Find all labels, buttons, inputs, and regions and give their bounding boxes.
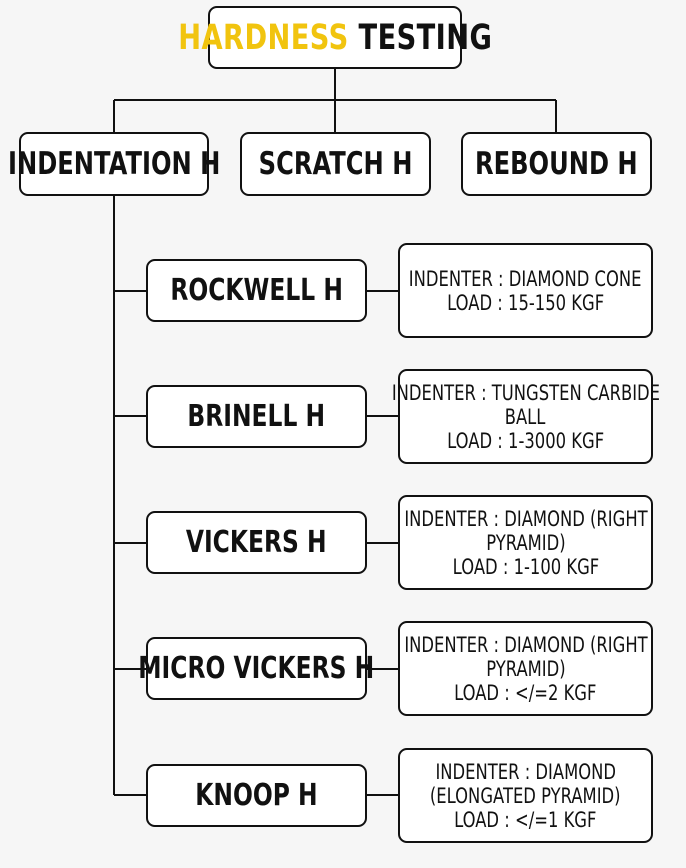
info-line: PYRAMID) (485, 530, 566, 555)
method-brinell: BRINELL H (146, 385, 367, 448)
category-label: REBOUND H (475, 146, 638, 182)
info-line: INDENTER : DIAMOND (RIGHT (403, 506, 648, 531)
info-knoop: INDENTER : DIAMOND (ELONGATED PYRAMID) L… (398, 748, 653, 843)
info-line: (ELONGATED PYRAMID) (430, 783, 621, 808)
method-vickers: VICKERS H (146, 511, 367, 574)
info-line: INDENTER : TUNGSTEN CARBIDE (391, 380, 660, 405)
category-label: INDENTATION H (7, 146, 221, 182)
info-rockwell: INDENTER : DIAMOND CONE LOAD : 15-150 KG… (398, 243, 653, 338)
info-line: PYRAMID) (485, 656, 566, 681)
method-label: BRINELL H (187, 399, 326, 434)
info-line: LOAD : </=2 KGF (454, 680, 597, 705)
info-line: INDENTER : DIAMOND (435, 759, 616, 784)
info-line: LOAD : 15-150 KGF (446, 290, 604, 315)
category-indentation: INDENTATION H (8, 132, 220, 196)
title-accent: HARDNESS (178, 17, 349, 58)
info-line: BALL (505, 404, 546, 429)
info-line: INDENTER : DIAMOND (RIGHT (403, 632, 648, 657)
method-rockwell: ROCKWELL H (146, 259, 367, 322)
method-label: VICKERS H (186, 525, 327, 560)
info-line: LOAD : 1-100 KGF (452, 554, 599, 579)
method-micro-vickers: MICRO VICKERS H (139, 637, 374, 700)
category-scratch: SCRATCH H (240, 132, 431, 196)
method-label: MICRO VICKERS H (138, 651, 375, 686)
info-brinell: INDENTER : TUNGSTEN CARBIDE BALL LOAD : … (391, 369, 660, 464)
method-label: ROCKWELL H (170, 273, 343, 308)
info-line: LOAD : 1-3000 KGF (446, 428, 604, 453)
info-line: LOAD : </=1 KGF (454, 807, 597, 832)
info-micro-vickers: INDENTER : DIAMOND (RIGHT PYRAMID) LOAD … (398, 621, 653, 716)
category-label: SCRATCH H (258, 146, 413, 182)
info-vickers: INDENTER : DIAMOND (RIGHT PYRAMID) LOAD … (398, 495, 653, 590)
info-line: INDENTER : DIAMOND CONE (409, 266, 642, 291)
method-label: KNOOP H (195, 778, 318, 813)
title-box: HARDNESS TESTING (178, 6, 492, 69)
title-rest: TESTING (348, 17, 492, 58)
category-rebound: REBOUND H (461, 132, 652, 196)
method-knoop: KNOOP H (146, 764, 367, 827)
